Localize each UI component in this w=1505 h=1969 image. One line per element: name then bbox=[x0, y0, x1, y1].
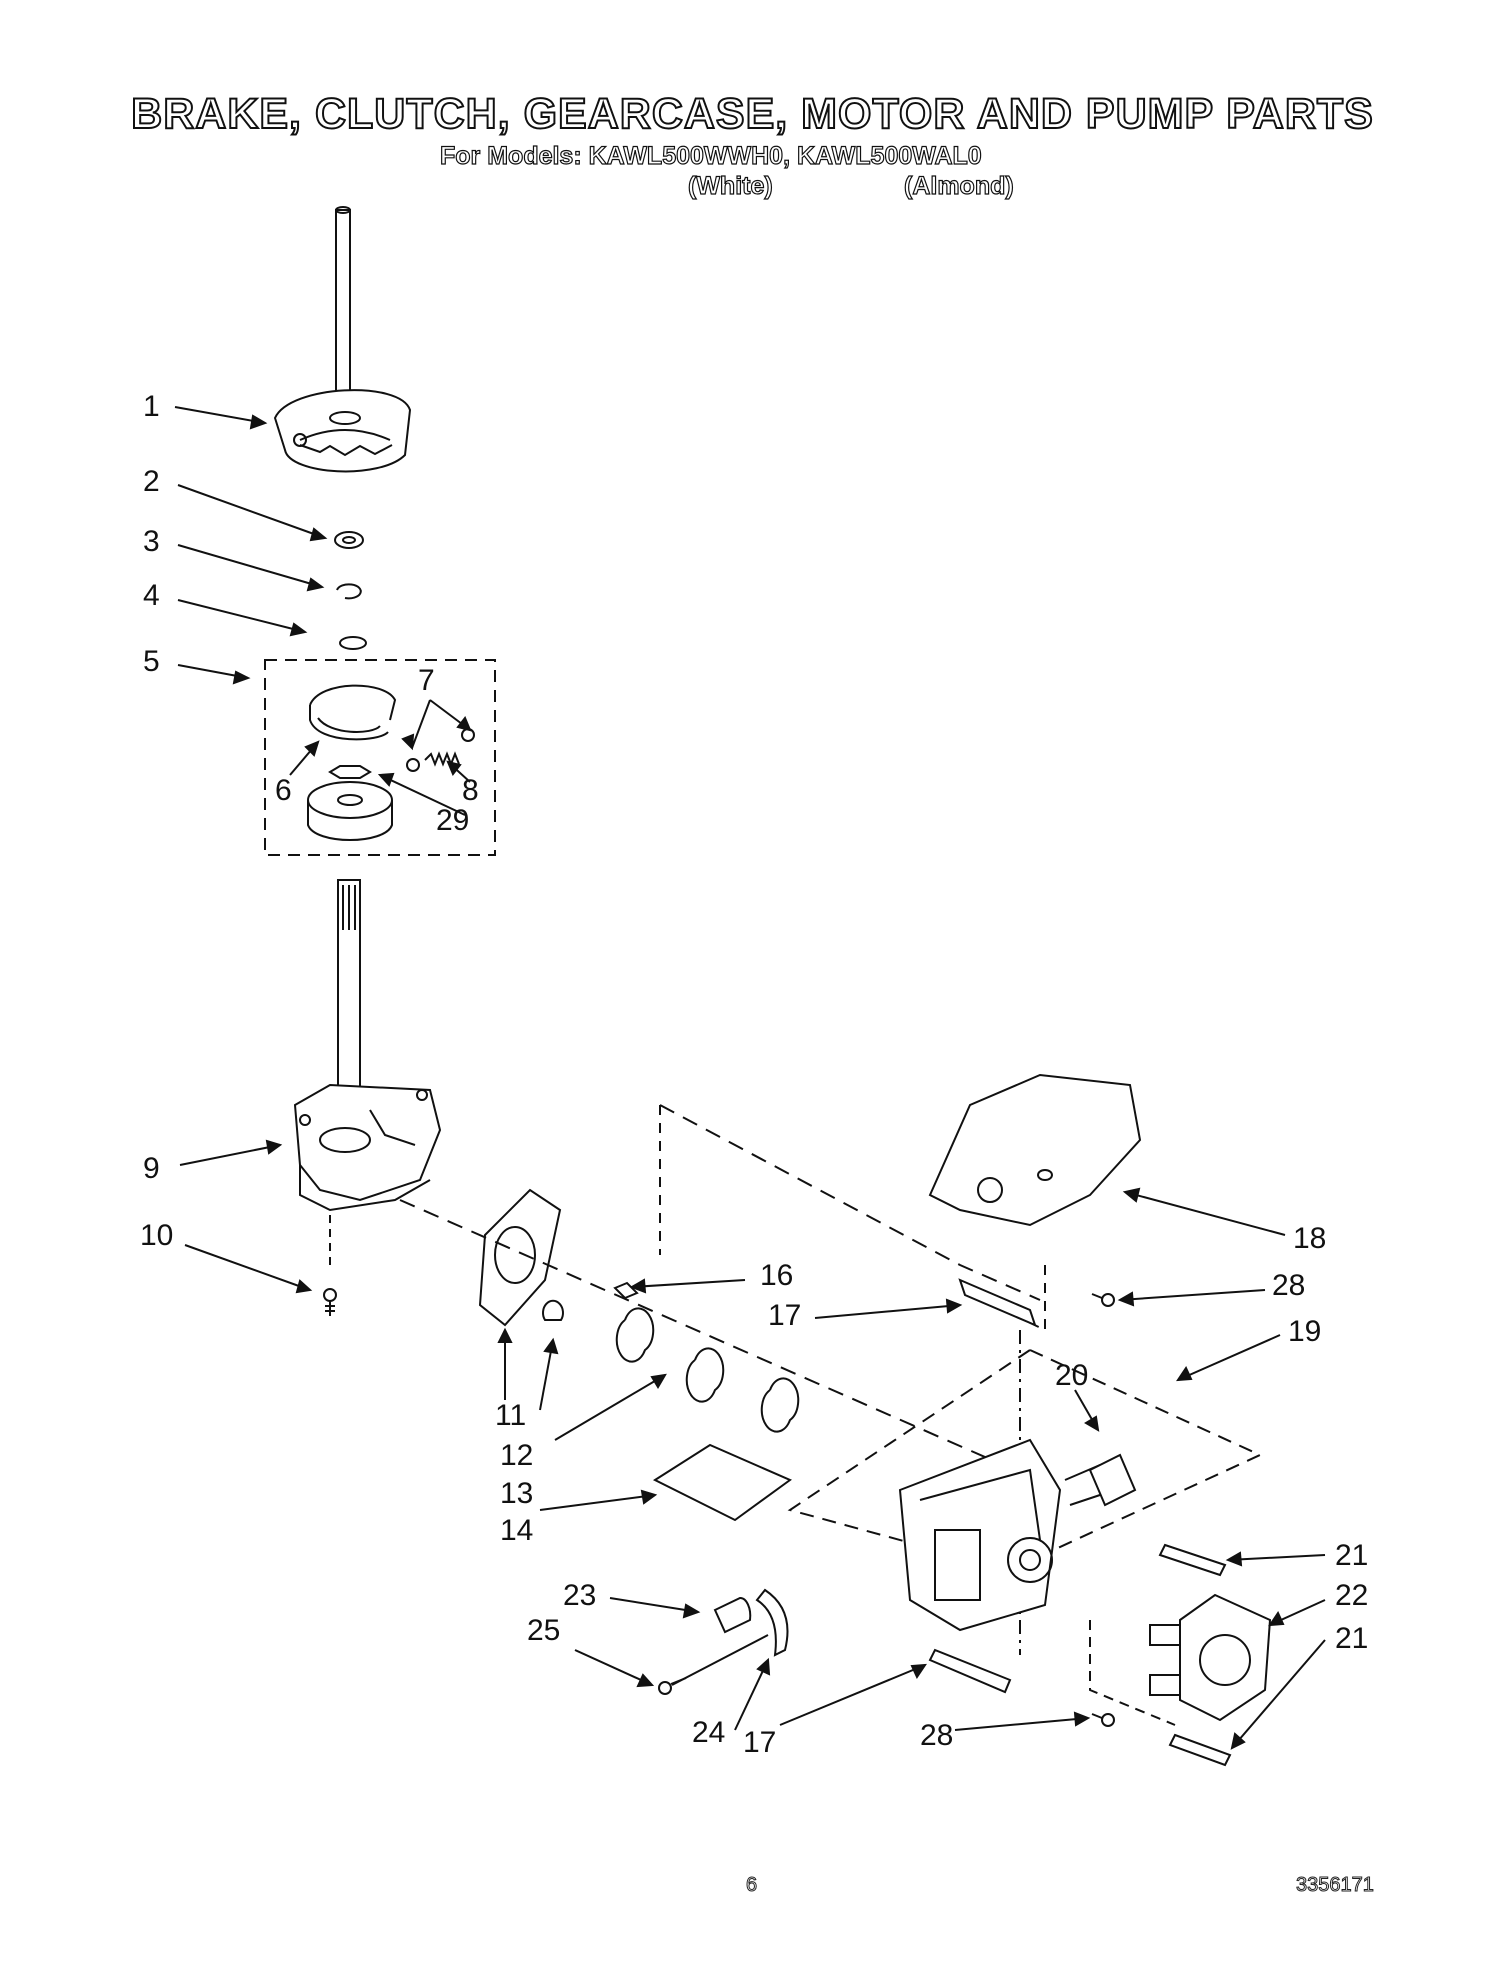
callout-18: 18 bbox=[1293, 1222, 1326, 1255]
brake-assembly-box bbox=[264, 659, 496, 856]
pump-bracket-part bbox=[478, 1188, 562, 1327]
pump-part bbox=[1149, 1593, 1272, 1722]
agitator-shaft-top bbox=[335, 206, 351, 421]
callout-4: 4 bbox=[143, 579, 160, 612]
callout-8: 8 bbox=[462, 774, 479, 807]
callout-22: 22 bbox=[1335, 1579, 1368, 1612]
callout-16: 16 bbox=[760, 1259, 793, 1292]
callout-14: 14 bbox=[500, 1514, 533, 1547]
pad-part bbox=[652, 1443, 792, 1522]
bracket-part-17-top bbox=[958, 1278, 1037, 1327]
brake-cam-part bbox=[273, 389, 412, 473]
callout-1: 1 bbox=[143, 390, 160, 423]
callout-12: 12 bbox=[500, 1439, 533, 1472]
clutch-lock-part bbox=[328, 765, 372, 779]
color-white-label: (White) bbox=[687, 171, 773, 200]
callout-2: 2 bbox=[143, 465, 160, 498]
callout-6: 6 bbox=[275, 774, 292, 807]
callout-17-bottom: 17 bbox=[743, 1726, 776, 1759]
motor-part bbox=[898, 1438, 1137, 1632]
brake-band-part bbox=[309, 684, 397, 741]
page-number: 6 bbox=[745, 1874, 758, 1897]
callout-20: 20 bbox=[1055, 1359, 1088, 1392]
capacitor-part bbox=[713, 1597, 752, 1634]
callout-numbers: 1 2 3 4 5 7 6 8 29 9 10 18 16 28 17 19 2… bbox=[140, 390, 1368, 1759]
callout-3: 3 bbox=[143, 525, 160, 558]
callout-17-top: 17 bbox=[768, 1299, 801, 1332]
callout-19: 19 bbox=[1288, 1315, 1321, 1348]
diagram-title: BRAKE, CLUTCH, GEARCASE, MOTOR AND PUMP … bbox=[130, 89, 1374, 139]
coupler-parts bbox=[542, 1299, 800, 1433]
clip-part-16 bbox=[613, 1281, 639, 1300]
screw-part-28-top bbox=[1091, 1293, 1115, 1307]
shield-part bbox=[928, 1073, 1142, 1227]
callout-28-top: 28 bbox=[1272, 1269, 1305, 1302]
callout-5: 5 bbox=[143, 645, 160, 678]
callout-21-top: 21 bbox=[1335, 1539, 1368, 1572]
screw-part-10 bbox=[323, 1288, 337, 1316]
ring-part-4 bbox=[339, 636, 367, 650]
callout-25: 25 bbox=[527, 1614, 560, 1647]
callout-13: 13 bbox=[500, 1477, 533, 1510]
drive-shaft bbox=[337, 879, 361, 1141]
document-number: 3356171 bbox=[1296, 1874, 1375, 1897]
callout-9: 9 bbox=[143, 1152, 160, 1185]
callout-28-bottom: 28 bbox=[920, 1719, 953, 1752]
clutch-housing-part bbox=[307, 781, 393, 841]
callout-7: 7 bbox=[418, 664, 435, 697]
leader-lines bbox=[174, 406, 1326, 1750]
callout-23: 23 bbox=[563, 1579, 596, 1612]
callout-21-bottom: 21 bbox=[1335, 1622, 1368, 1655]
washer-part-2 bbox=[334, 531, 364, 549]
gearcase-part bbox=[293, 1083, 442, 1212]
bracket-part-21-top bbox=[1158, 1543, 1227, 1577]
screw-part-28-bottom bbox=[1091, 1713, 1115, 1727]
callout-24: 24 bbox=[692, 1716, 725, 1749]
callout-11: 11 bbox=[495, 1399, 526, 1432]
bracket-part-21-bottom bbox=[1168, 1733, 1232, 1767]
retaining-ring-part-3 bbox=[336, 583, 362, 600]
bracket-part-17-bottom bbox=[928, 1648, 1012, 1694]
capacitor-strap-part bbox=[755, 1588, 789, 1657]
models-label: For Models: KAWL500WWH0, KAWL500WAL0 bbox=[439, 141, 982, 170]
color-almond-label: (Almond) bbox=[903, 171, 1014, 200]
callout-10: 10 bbox=[140, 1219, 173, 1252]
callout-29: 29 bbox=[436, 804, 469, 837]
